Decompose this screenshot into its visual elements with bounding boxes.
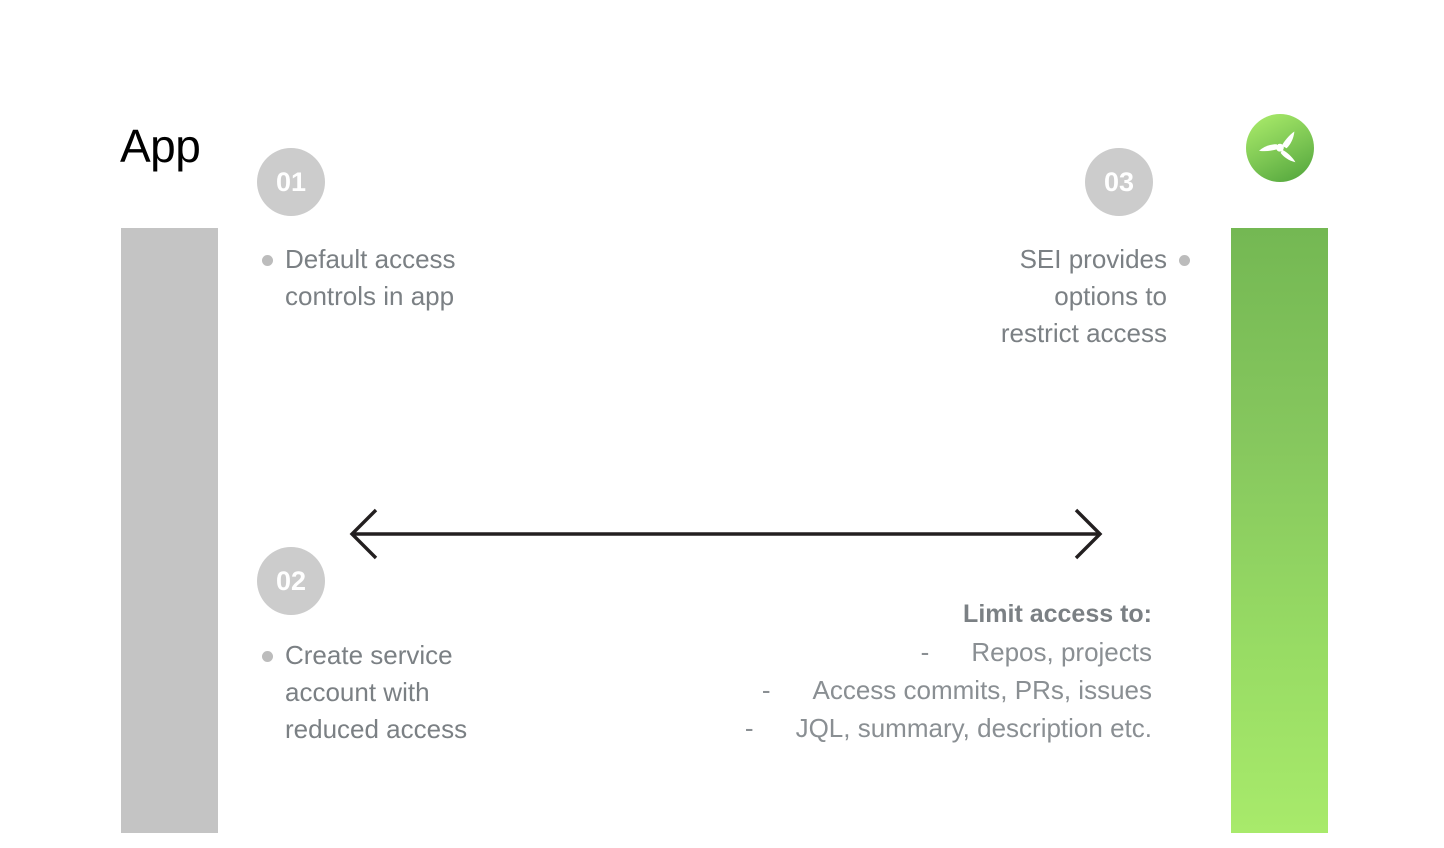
limit-access-heading: Limit access to:: [963, 600, 1152, 628]
limit-access-item: - JQL, summary, description etc.: [620, 709, 1152, 747]
step-text-03: SEI provides options to restrict access: [1000, 244, 1167, 348]
step-text-02: Create service account with reduced acce…: [285, 640, 468, 744]
bullet-dot-icon: [262, 651, 273, 662]
list-dash: -: [920, 637, 930, 667]
limit-access-item-label: Access commits, PRs, issues: [812, 675, 1152, 705]
step-badge-03: 03: [1085, 148, 1153, 216]
bullet-dot-icon: [1179, 255, 1190, 266]
limit-access-item-label: Repos, projects: [971, 637, 1152, 667]
limit-access-item: - Access commits, PRs, issues: [620, 671, 1152, 709]
limit-access-item-label: JQL, summary, description etc.: [795, 713, 1152, 743]
step-item-03: SEI provides options to restrict access: [900, 241, 1190, 352]
limit-access-list: Limit access to: - Repos, projects - Acc…: [620, 596, 1152, 747]
step-item-02: Create service account with reduced acce…: [262, 637, 542, 748]
bullet-dot-icon: [262, 255, 273, 266]
step-badge-02: 02: [257, 547, 325, 615]
step-badge-01: 01: [257, 148, 325, 216]
sei-column-bar: [1231, 228, 1328, 833]
bidirectional-arrow: [346, 505, 1106, 565]
app-column-bar: [121, 228, 218, 833]
list-dash: -: [744, 713, 754, 743]
step-text-01: Default access controls in app: [285, 244, 456, 311]
page-title: App: [120, 120, 201, 172]
step-item-01: Default access controls in app: [262, 241, 542, 315]
limit-access-item: - Repos, projects: [620, 633, 1152, 671]
list-dash: -: [761, 675, 771, 705]
harness-sei-propeller-logo: [1245, 113, 1315, 183]
